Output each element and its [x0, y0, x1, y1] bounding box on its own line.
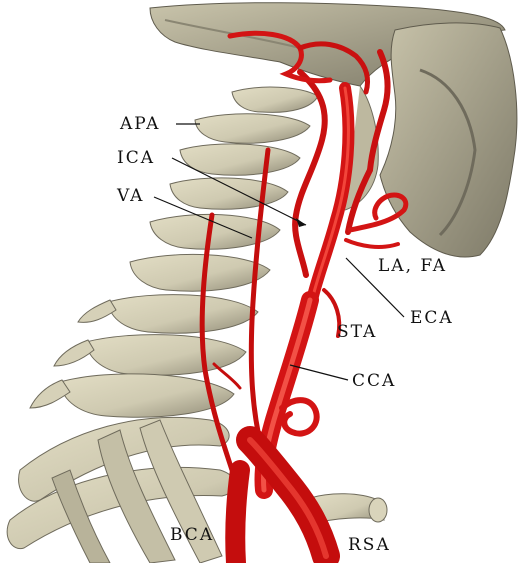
label-eca: ECA	[410, 310, 454, 327]
arterial-tree	[202, 33, 406, 563]
cervical-spine	[30, 87, 318, 417]
cca-leader	[290, 365, 348, 380]
label-rsa: RSA	[348, 537, 391, 554]
label-apa: APA	[120, 116, 160, 133]
label-la-fa: LA, FA	[378, 258, 447, 275]
label-cca: CCA	[352, 373, 396, 390]
label-va: VA	[117, 188, 144, 205]
label-bca: BCA	[170, 527, 214, 544]
label-sta: STA	[337, 324, 377, 341]
label-ica: ICA	[117, 150, 155, 167]
